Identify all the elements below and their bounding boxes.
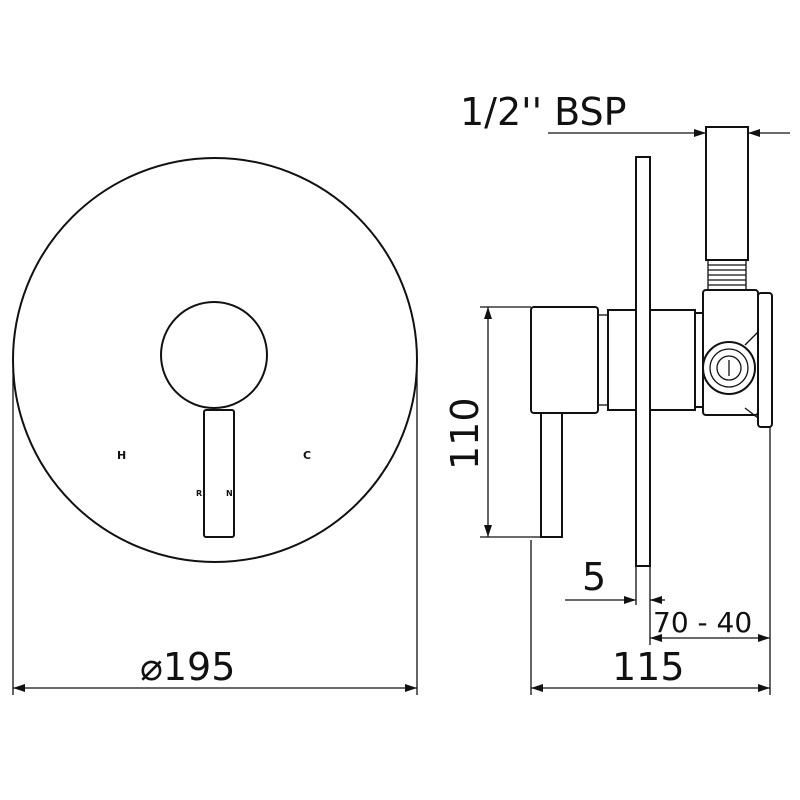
cover-plate (12, 157, 418, 563)
thread-label: 1/2'' BSP (460, 90, 627, 134)
sleeve-rear (649, 309, 696, 411)
hot-label: H (117, 449, 126, 462)
lever-body (530, 306, 599, 414)
lever-mark-right: N (226, 489, 233, 498)
wall-depth-label: 70 - 40 (653, 606, 752, 639)
wall-depth-dimension: 70 - 40 (650, 427, 771, 695)
outlet-port (702, 341, 756, 395)
lever-hub (160, 301, 268, 409)
height-dimension: 110 (443, 306, 541, 538)
lever-stem (540, 412, 563, 538)
total-depth-label: 115 (612, 645, 685, 689)
cold-label: C (303, 449, 311, 462)
diameter-label: ⌀195 (140, 645, 235, 689)
total-depth-dimension: 115 (530, 540, 770, 695)
ring (597, 314, 609, 406)
lever-mark-left: R (196, 489, 202, 498)
wall-plate (635, 156, 651, 567)
front-view: H C R N (12, 157, 418, 563)
collar (694, 312, 704, 408)
plate-gap-label: 5 (582, 555, 606, 599)
mounting-flange (757, 292, 773, 428)
lever-handle (203, 409, 235, 538)
thread-dimension: 1/2'' BSP (460, 90, 790, 137)
side-view (530, 126, 773, 567)
sleeve-front (607, 309, 637, 411)
height-label: 110 (443, 397, 487, 470)
plate-gap-dimension: 5 (565, 555, 665, 645)
diameter-dimension: ⌀195 (12, 370, 418, 695)
inlet-pipe (705, 126, 749, 261)
pipe-thread (707, 259, 747, 291)
